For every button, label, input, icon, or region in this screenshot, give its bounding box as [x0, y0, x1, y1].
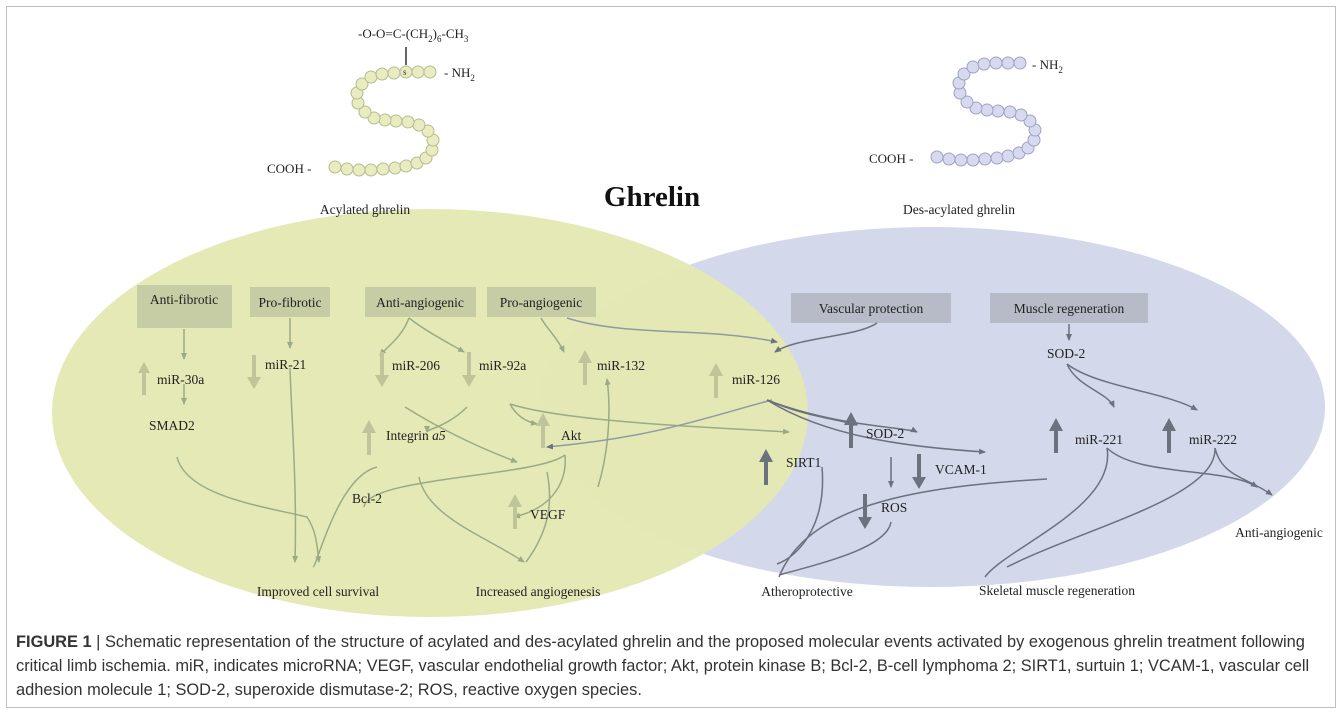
figure-caption: FIGURE 1 | Schematic representation of t…: [16, 630, 1326, 702]
node-sod2-vascular: SOD-2: [866, 426, 904, 441]
blue-region-regulation-arrows: [759, 412, 1176, 529]
caption-figure-label: FIGURE 1: [16, 633, 92, 651]
up-arrow-mir30a: [138, 362, 150, 395]
acylated-ghrelin-molecule: [328, 65, 440, 177]
outcome-angiogenesis: Increased angiogenesis: [476, 584, 601, 599]
up-arrow-mir132: [578, 350, 592, 385]
green-ellipse: [52, 209, 808, 617]
header-muscle-regeneration: Muscle regeneration: [1014, 301, 1125, 316]
diagram-title: Ghrelin: [604, 181, 700, 213]
up-arrow-mir221: [1049, 418, 1063, 453]
outcome-atheroprotective: Atheroprotective: [761, 584, 852, 599]
down-arrow-mir206: [375, 352, 389, 387]
node-mir30a: miR-30a: [157, 372, 204, 387]
node-mir92a: miR-92a: [479, 358, 526, 373]
down-arrow-ros: [858, 494, 872, 529]
node-mir206: miR-206: [392, 358, 440, 373]
node-mir221: miR-221: [1075, 432, 1123, 447]
acyl-cooh-label: COOH -: [267, 161, 311, 176]
header-vascular-protection: Vascular protection: [819, 301, 924, 316]
node-sod2-muscle: SOD-2: [1047, 346, 1085, 361]
up-arrow-vegf: [508, 494, 522, 529]
down-arrow-mir21: [247, 355, 261, 389]
node-mir222: miR-222: [1189, 432, 1237, 447]
node-smad2: SMAD2: [149, 418, 195, 433]
acyl-nh2-label: - NH2: [444, 65, 475, 83]
node-bcl2: Bcl-2: [352, 491, 382, 506]
header-muscle-regeneration-box: [990, 293, 1148, 323]
down-arrow-vcam1: [912, 454, 926, 489]
outcome-anti-angiogenic: Anti-angiogenic: [1235, 525, 1323, 540]
up-arrow-mir126: [709, 363, 723, 398]
down-arrow-mir92a: [462, 352, 476, 387]
node-mir21: miR-21: [265, 357, 306, 372]
caption-text: | Schematic representation of the struct…: [16, 633, 1310, 699]
acylated-ghrelin-label: Acylated ghrelin: [320, 202, 411, 217]
desacylated-ghrelin-molecule: [930, 56, 1042, 167]
header-vascular-protection-box: [791, 293, 951, 323]
serine-label: s: [403, 67, 407, 77]
up-arrow-mir222: [1162, 418, 1176, 453]
ghrelin-diagram: -O-O=C-(CH2)6-CH3 s - NH2 COOH - Acylate…: [52, 26, 1325, 617]
desacyl-nh2-label: - NH2: [1032, 57, 1063, 75]
header-pro-angiogenic: Pro-angiogenic: [500, 295, 582, 310]
node-vegf: VEGF: [530, 507, 566, 522]
header-pro-fibrotic-box: [250, 287, 330, 317]
up-arrow-akt: [536, 413, 550, 448]
up-arrow-sod2: [844, 412, 858, 448]
green-connectors: [176, 317, 790, 568]
node-ros: ROS: [881, 500, 907, 515]
acyl-chain-label: -O-O=C-(CH2)6-CH3: [358, 26, 469, 44]
header-pro-angiogenic-box: [487, 287, 596, 317]
green-region-regulation-arrows: [138, 350, 723, 529]
node-vcam1: VCAM-1: [935, 462, 987, 477]
outcome-muscle-regeneration: Skeletal muscle regeneration: [979, 583, 1135, 598]
node-mir126: miR-126: [732, 372, 780, 387]
header-anti-angiogenic-box: [365, 287, 476, 317]
node-sirt1: SIRT1: [786, 455, 821, 470]
header-pro-fibrotic: Pro-fibrotic: [259, 295, 322, 310]
header-anti-fibrotic: Anti-fibrotic: [150, 292, 218, 307]
up-arrow-sirt1: [759, 449, 773, 485]
desacylated-ghrelin-label: Des-acylated ghrelin: [903, 202, 1015, 217]
node-integrin: Integrin a5: [386, 428, 446, 443]
node-mir132: miR-132: [597, 358, 645, 373]
header-anti-fibrotic-box: [137, 285, 232, 328]
desacyl-cooh-label: COOH -: [869, 151, 913, 166]
header-anti-angiogenic: Anti-angiogenic: [376, 295, 464, 310]
node-akt: Akt: [561, 428, 581, 443]
up-arrow-integrin: [362, 420, 376, 455]
outcome-cell-survival: Improved cell survival: [257, 584, 379, 599]
grey-connectors: [766, 322, 1273, 578]
